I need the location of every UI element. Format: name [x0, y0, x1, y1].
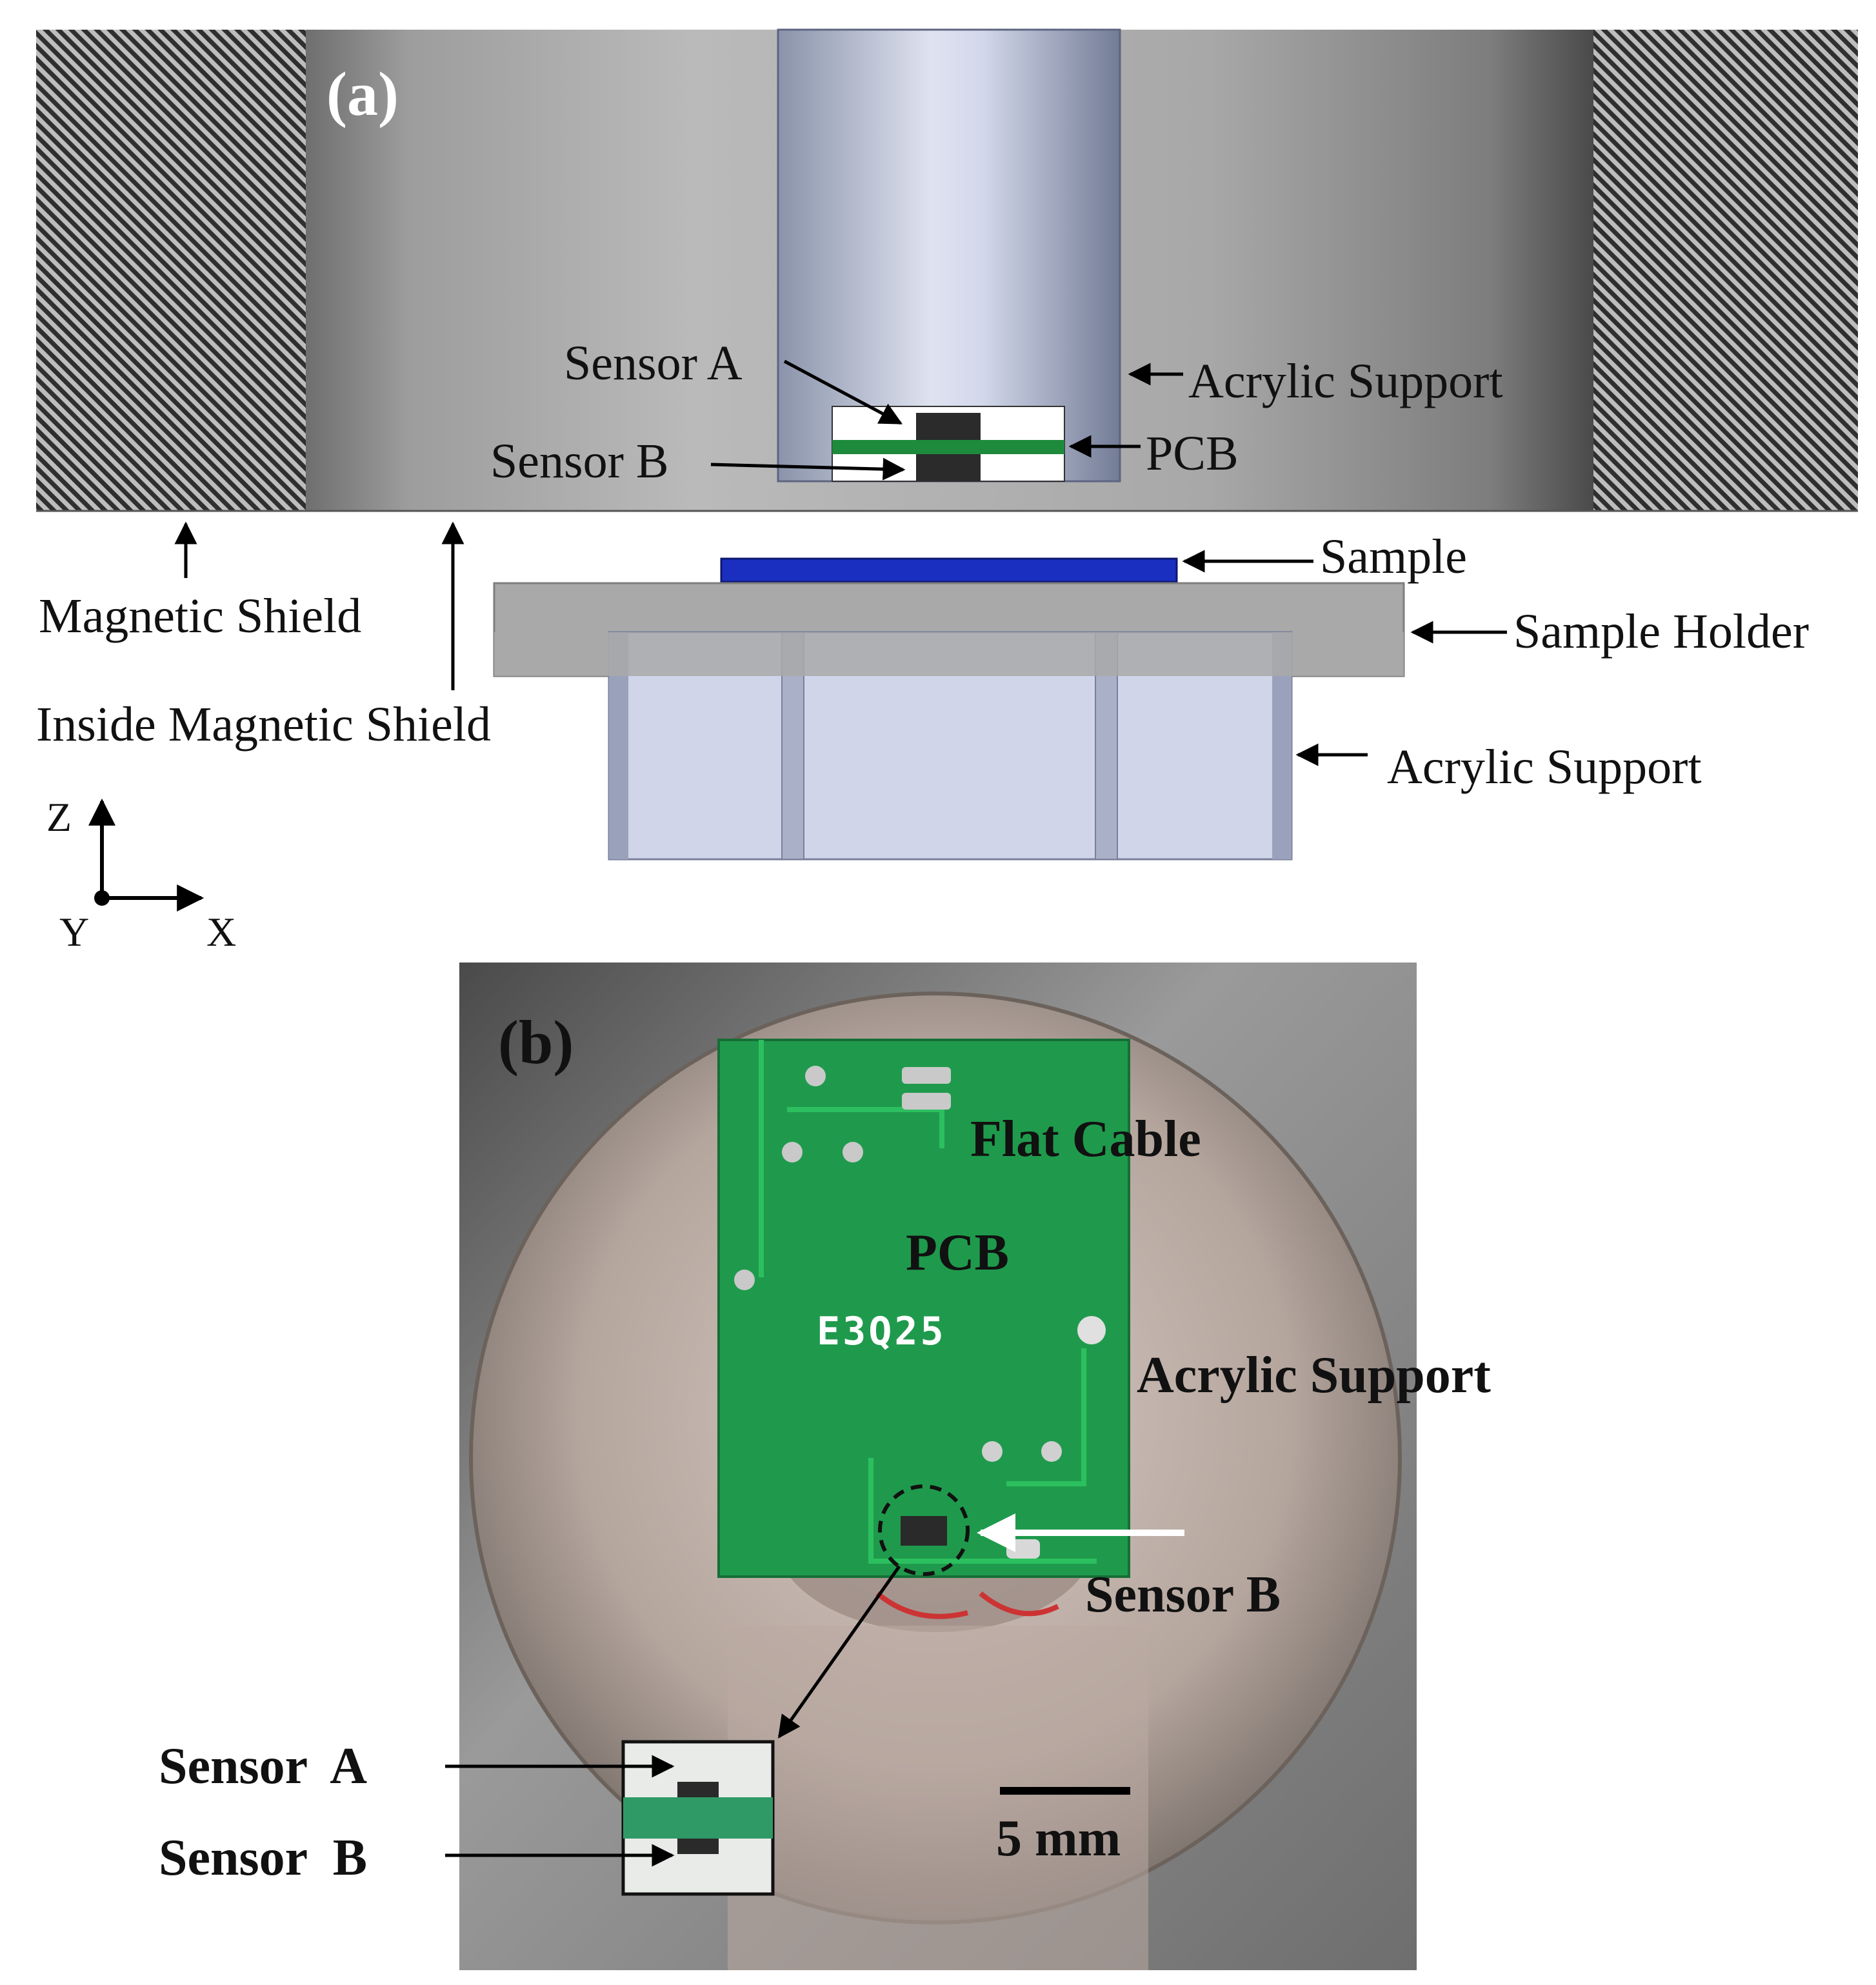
inset-leader-arrow [777, 1565, 901, 1739]
sensor-pcb-assembly [832, 406, 1065, 482]
label-sensor-b-photo: Sensor B [1085, 1566, 1281, 1623]
panel-b: E3Q25 (b) Flat Cable PCB Acrylic Support… [159, 963, 1491, 1970]
axis-label-z: Z [46, 794, 72, 840]
label-inside-magnetic-shield: Inside Magnetic Shield [36, 697, 491, 752]
acrylic-support-bottom [494, 631, 1404, 861]
pcb-layer [832, 440, 1064, 454]
label-pcb-a: PCB [1146, 426, 1239, 481]
label-sensor-a: Sensor A [564, 336, 743, 390]
label-pcb-b: PCB [906, 1224, 1009, 1281]
label-acrylic-support-top: Acrylic Support [1188, 354, 1503, 408]
magnetic-shield-left [36, 30, 306, 511]
axis-label-x: X [206, 909, 236, 955]
sensor-a-chip [916, 413, 981, 442]
pcb-board [717, 1039, 1130, 1578]
inset-zoom [621, 1740, 775, 1896]
inset-label-sensor-a: Sensor A [159, 1738, 367, 1795]
label-sample-holder: Sample Holder [1513, 604, 1809, 659]
magnetic-shield-right [1593, 30, 1858, 511]
panel-b-label: (b) [498, 1008, 574, 1077]
label-acrylic-support-b: Acrylic Support [1137, 1347, 1491, 1404]
coordinate-axes: Z Y X [46, 794, 236, 955]
panel-a-label: (a) [326, 59, 399, 128]
sensor-b-chip-photo [901, 1516, 947, 1546]
label-sample: Sample [1320, 530, 1467, 584]
axis-label-y: Y [59, 909, 89, 955]
label-acrylic-support-bottom: Acrylic Support [1387, 740, 1702, 794]
pcb-marking: E3Q25 [817, 1309, 946, 1354]
sample [720, 557, 1178, 583]
inset-label-sensor-b: Sensor B [159, 1830, 367, 1886]
panel-a: (a) Sensor A Sensor B Acrylic Support PC… [36, 28, 1858, 955]
label-sensor-b: Sensor B [490, 434, 669, 488]
sensor-b-chip [916, 454, 981, 481]
label-flat-cable: Flat Cable [970, 1111, 1201, 1168]
scale-bar-label: 5 mm [996, 1810, 1121, 1867]
arrow-sensor-b [710, 457, 906, 481]
sensor-highlight-circle [878, 1484, 970, 1576]
arrow-sensor-a [783, 359, 903, 425]
label-magnetic-shield: Magnetic Shield [39, 589, 361, 643]
